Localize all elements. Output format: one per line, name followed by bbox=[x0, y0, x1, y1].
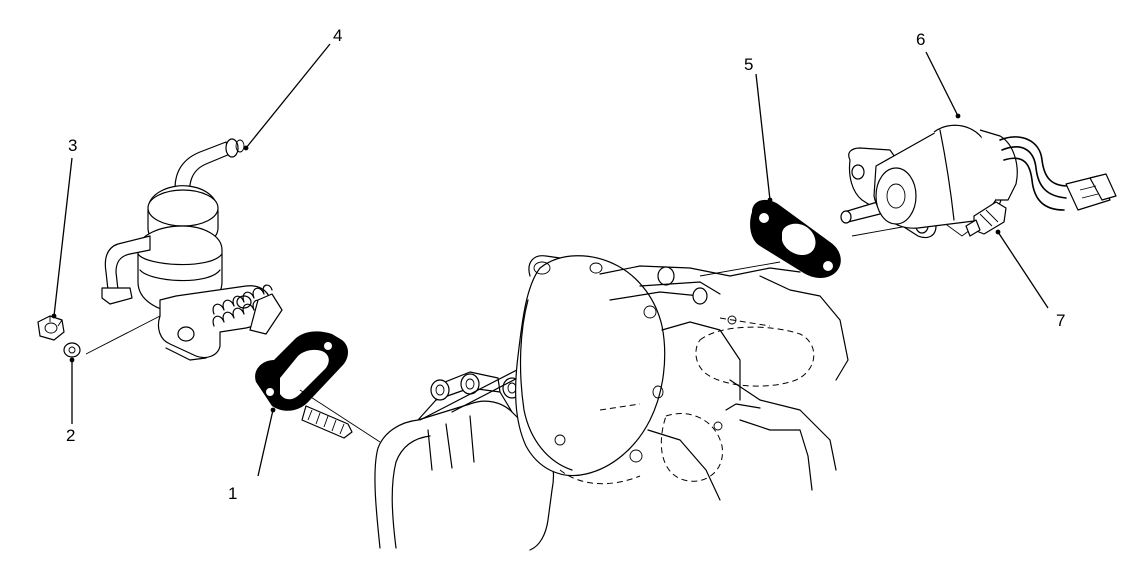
engine-block bbox=[374, 255, 849, 551]
callout-4: 4 bbox=[333, 26, 342, 45]
solenoid-gasket bbox=[750, 199, 841, 278]
callout-5: 5 bbox=[744, 55, 753, 74]
callout-2: 2 bbox=[66, 426, 75, 445]
fuel-pump bbox=[101, 138, 283, 361]
leader-lines bbox=[51, 43, 1049, 477]
hex-nut bbox=[37, 315, 65, 341]
stop-solenoid bbox=[840, 124, 1117, 239]
pump-gasket bbox=[255, 331, 348, 411]
stud-bolt bbox=[301, 405, 353, 439]
callout-3: 3 bbox=[68, 136, 77, 155]
pump-spring bbox=[212, 284, 273, 327]
washer bbox=[63, 342, 81, 358]
callout-labels: 1 2 3 4 5 6 7 bbox=[66, 26, 1065, 503]
fitting bbox=[965, 201, 1007, 237]
callout-6: 6 bbox=[916, 30, 925, 49]
callout-1: 1 bbox=[228, 484, 237, 503]
callout-7: 7 bbox=[1056, 311, 1065, 330]
